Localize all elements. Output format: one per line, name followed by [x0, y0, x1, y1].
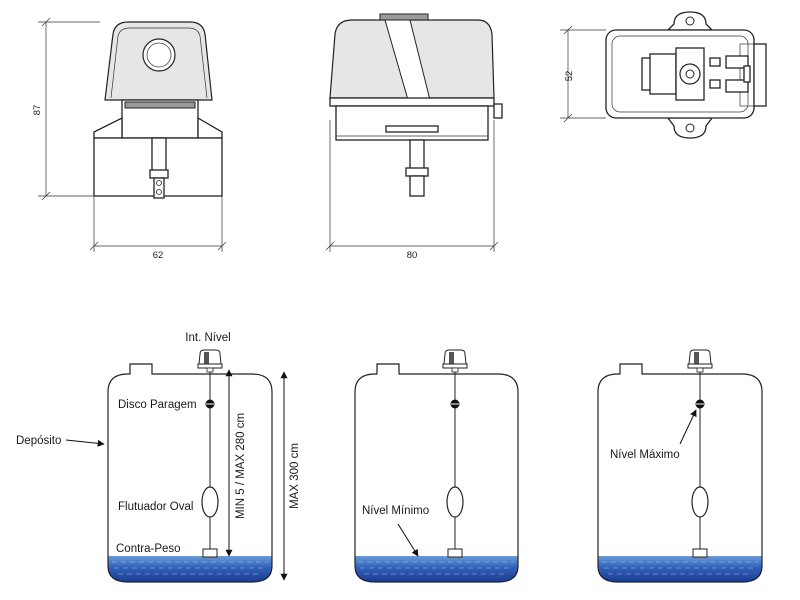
counterweight-icon — [692, 548, 708, 558]
front-width-label: 62 — [153, 250, 164, 261]
tank-maximum-level: Nível Máximo — [597, 349, 763, 583]
oval-float-icon — [201, 486, 219, 518]
side-width-label: 80 — [407, 250, 418, 261]
oval-float-icon — [691, 486, 709, 518]
switch-label: Int. Nível — [185, 332, 230, 344]
level-switch-icon — [197, 349, 223, 373]
range-label: MIN 5 / MAX 280 cm — [235, 413, 247, 519]
counterweight-icon — [447, 548, 463, 558]
tank-outline — [354, 363, 519, 583]
counterweight-icon — [202, 548, 218, 558]
tank-overview: Int. Nível Depósito Disco Paragem Flutua… — [16, 332, 301, 583]
max-depth-label: MAX 300 cm — [289, 443, 301, 509]
water-fill — [355, 556, 518, 582]
front-height-label: 87 — [32, 105, 43, 116]
oval-float-icon — [446, 486, 464, 518]
tank-outline — [597, 363, 763, 583]
water-fill — [108, 556, 272, 582]
tank-label: Depósito — [16, 435, 61, 447]
max-level-label: Nível Máximo — [610, 449, 680, 461]
stop-disc-label: Disco Paragem — [118, 399, 197, 411]
level-switch-icon — [442, 349, 468, 373]
float-label: Flutuador Oval — [118, 501, 193, 513]
tank-outline — [107, 363, 273, 583]
level-switch-icon — [687, 349, 713, 373]
front-view-drawing: 87 62 — [32, 17, 227, 261]
counterweight-label: Contra-Peso — [116, 543, 181, 555]
side-view-drawing: 80 — [325, 13, 503, 261]
top-height-label: 52 — [564, 71, 575, 82]
min-level-label: Nível Mínimo — [362, 505, 429, 517]
water-fill — [598, 556, 762, 582]
tank-minimum-level: Nível Mínimo — [354, 349, 519, 583]
top-view-drawing: 52 — [560, 11, 767, 139]
